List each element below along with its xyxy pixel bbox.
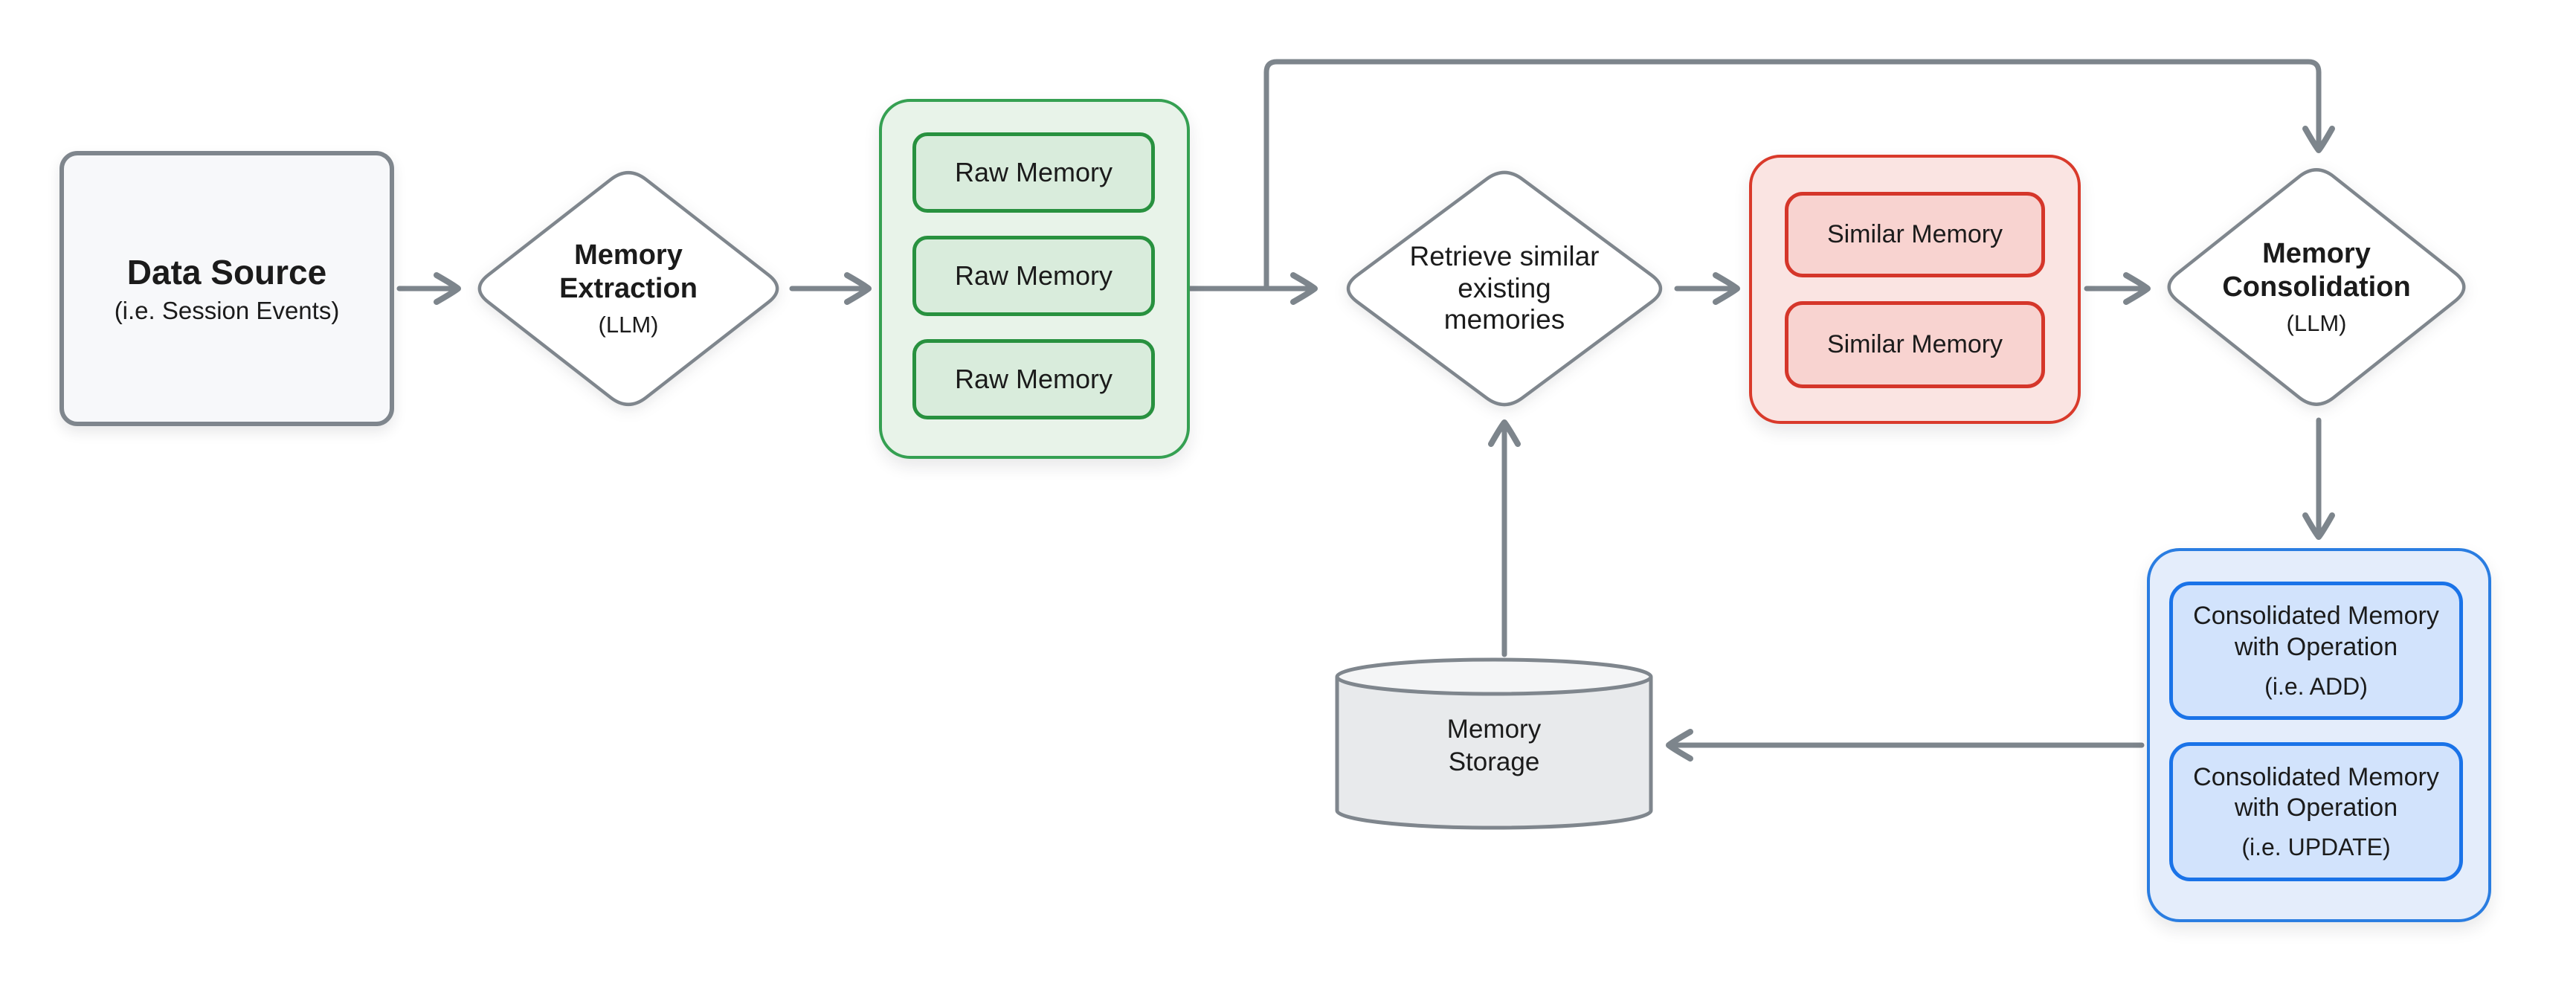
- similar-memory-chip-1-label: Similar Memory: [1826, 220, 2003, 248]
- similar-memory-chip-1: Similar Memory: [1785, 192, 2045, 277]
- consolidated-memory-chip-update: Consolidated Memory with Operation (i.e.…: [2169, 742, 2463, 881]
- raw-memory-chip-3: Raw Memory: [912, 339, 1155, 419]
- memory-extraction-diamond: [477, 170, 779, 407]
- consolidated-add-line1: Consolidated Memory: [2193, 602, 2439, 631]
- data-source-title: Data Source: [126, 253, 327, 292]
- raw-memory-chip-3-label: Raw Memory: [954, 364, 1113, 394]
- raw-memory-group: Raw Memory Raw Memory Raw Memory: [879, 99, 1190, 459]
- data-source-node: Data Source (i.e. Session Events): [59, 151, 394, 426]
- similar-memory-chip-2: Similar Memory: [1785, 301, 2045, 388]
- consolidated-memory-group: Consolidated Memory with Operation (i.e.…: [2147, 548, 2491, 922]
- raw-memory-chip-2: Raw Memory: [912, 236, 1155, 316]
- consolidated-update-line1: Consolidated Memory: [2193, 762, 2439, 791]
- consolidated-memory-chip-add: Consolidated Memory with Operation (i.e.…: [2169, 582, 2463, 720]
- data-source-subtitle: (i.e. Session Events): [114, 297, 340, 324]
- memory-storage-cylinder: [1335, 657, 1653, 830]
- raw-memory-chip-1: Raw Memory: [912, 132, 1155, 213]
- retrieve-memories-diamond: [1346, 170, 1663, 407]
- consolidated-update-subtitle: (i.e. UPDATE): [2241, 834, 2391, 861]
- raw-memory-chip-2-label: Raw Memory: [954, 260, 1113, 291]
- raw-memory-chip-1-label: Raw Memory: [954, 157, 1113, 187]
- similar-memory-group: Similar Memory Similar Memory: [1749, 155, 2081, 424]
- arrow-rawmemory-to-consolidation-feedback: [1263, 59, 2335, 289]
- consolidated-add-line2: with Operation: [2234, 632, 2398, 661]
- consolidated-add-subtitle: (i.e. ADD): [2264, 672, 2368, 700]
- consolidated-update-line2: with Operation: [2234, 794, 2398, 822]
- memory-consolidation-diamond: [2167, 168, 2466, 406]
- similar-memory-chip-2-label: Similar Memory: [1826, 330, 2003, 358]
